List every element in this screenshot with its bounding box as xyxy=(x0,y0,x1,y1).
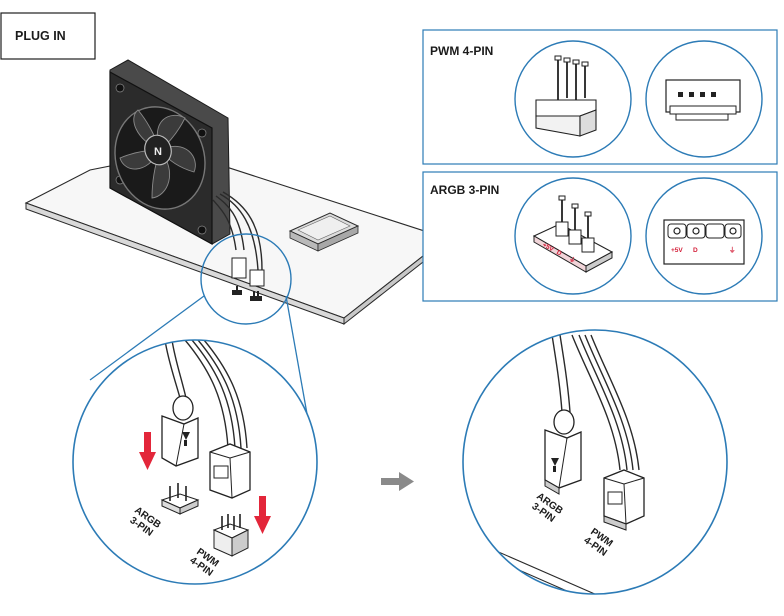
pwm-panel: PWM 4-PIN xyxy=(422,29,778,165)
arrow-down-icon xyxy=(254,496,271,534)
header-icon xyxy=(514,40,632,158)
arrow-down-icon xyxy=(139,432,156,470)
argb-conn-label-5v: +5V xyxy=(671,247,683,254)
svg-text:N: N xyxy=(154,146,162,158)
argb-panel-title: ARGB 3-PIN xyxy=(430,183,499,197)
connector-icon: +5V D ⏚ xyxy=(645,177,763,295)
argb-header xyxy=(160,483,200,515)
pwm-panel-title: PWM 4-PIN xyxy=(430,44,493,58)
connector-icon xyxy=(645,40,763,158)
motherboard xyxy=(24,151,448,326)
arrow-right-icon xyxy=(381,472,414,491)
left-zoom-circle: ARGB 3-PIN PWM 4-PIN xyxy=(72,339,318,585)
header-icon: +5V D ⏚ xyxy=(514,177,632,295)
fan-cables xyxy=(212,191,263,271)
argb-panel: ARGB 3-PIN +5V D xyxy=(422,171,778,302)
pwm-connector-seated xyxy=(603,469,645,531)
argb-conn-label-gnd: ⏚ xyxy=(729,246,736,254)
fan-icon: N xyxy=(109,59,231,246)
connector-icon xyxy=(231,257,265,301)
argb-pin-label-d: D xyxy=(555,249,563,258)
argb-connector xyxy=(161,395,199,467)
cpu-icon xyxy=(288,212,360,252)
pwm-header xyxy=(212,514,250,557)
argb-pin-label-gnd: ⏚ xyxy=(568,255,577,265)
page-title: PLUG IN xyxy=(15,29,66,43)
pwm-connector xyxy=(209,443,251,499)
title-box: PLUG IN xyxy=(0,12,96,60)
right-zoom-circle: ARGB 3-PIN PWM 4-PIN xyxy=(462,329,728,595)
detail-circle xyxy=(200,233,292,325)
argb-connector-seated xyxy=(544,409,582,495)
argb-conn-label-d: D xyxy=(693,247,698,254)
